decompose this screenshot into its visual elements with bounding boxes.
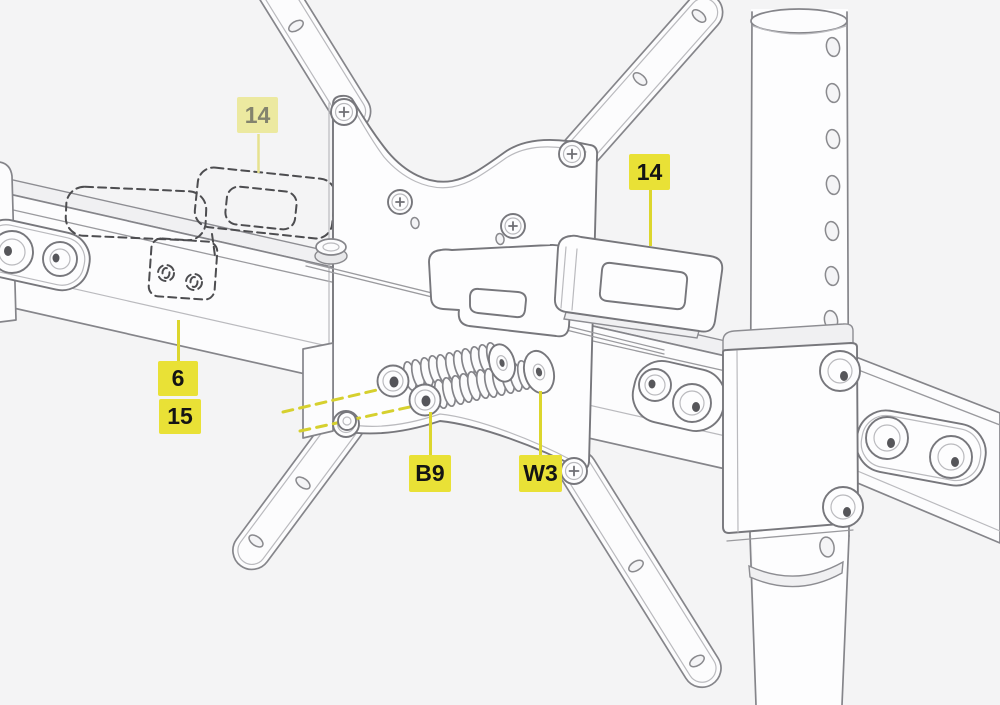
- bolt-head: [376, 364, 410, 398]
- rail-grommet: [42, 241, 78, 277]
- pole-collar: [748, 560, 844, 588]
- screw: [558, 140, 586, 168]
- rail-grommet: [0, 230, 34, 274]
- plate-flange: [302, 342, 334, 439]
- callout-part-6: 6: [158, 361, 198, 396]
- rail-grommet: [638, 368, 672, 402]
- pivot-bushing: [314, 238, 348, 265]
- rail-grommet: [929, 435, 973, 479]
- ghost-screw: [185, 273, 203, 291]
- callout-ghost-14: 14: [237, 97, 278, 133]
- rail-grommet: [865, 416, 909, 460]
- screw: [560, 457, 588, 485]
- ghost-screw: [157, 264, 175, 282]
- extension-rail-right: [842, 351, 1000, 544]
- vesa-screw: [387, 189, 413, 215]
- callout-part-b9: B9: [409, 455, 451, 492]
- washer-1: [488, 343, 516, 383]
- clamp-bolt: [822, 486, 864, 528]
- pole-top-cap: [750, 8, 848, 34]
- callout-leaders: [177, 134, 652, 456]
- rail-grommet: [672, 383, 712, 423]
- locking-bracket: [428, 234, 724, 339]
- bolt-head: [408, 383, 442, 417]
- screw: [330, 98, 358, 126]
- callout-part-14: 14: [629, 154, 670, 190]
- pole-clamp: [722, 323, 864, 542]
- plate-bolt-hole: [337, 411, 357, 431]
- callout-part-15: 15: [159, 399, 201, 434]
- vesa-screw: [500, 213, 526, 239]
- callout-part-w3: W3: [519, 455, 562, 492]
- washer-2: [522, 349, 556, 395]
- clamp-bolt: [819, 350, 861, 392]
